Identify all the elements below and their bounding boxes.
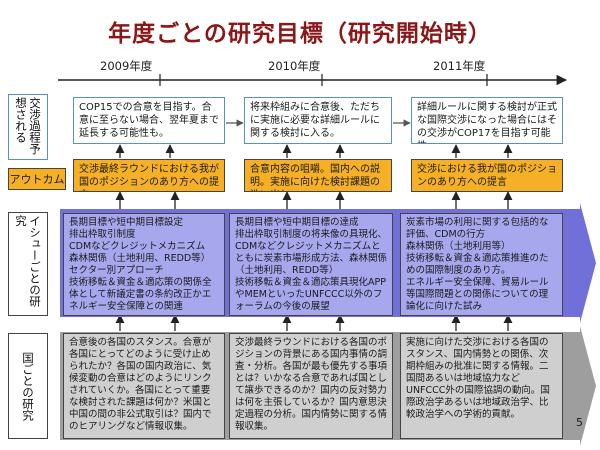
row-label-negotiation: 交渉過程予想される	[8, 94, 48, 160]
country-box-2010: 交渉最終ラウンドにおける各国のポジションの背景にある国内事情の調査・分析。各国が…	[229, 333, 393, 439]
issue-box-2009: 長期目標や短中期目標設定 排出枠取引制度 CDMなどクレジットメカニズム 森林関…	[63, 213, 225, 316]
country-band-arrow	[580, 326, 596, 446]
outcome-box-2010: 合意内容の咀嚼。国内への説明。実施に向けた検討課題の洗い出し	[244, 159, 392, 192]
country-box-2009: 合意後の各国のスタンス。合意が各国にとってどのように受け止められたか？各国の国内…	[63, 333, 225, 439]
row-label-issue: イシューごとの研究	[8, 212, 48, 316]
row-label-country: 国ごとの研究	[8, 333, 48, 439]
negotiation-box-2010: 将来枠組みに合意後、ただちに実施に必要な詳細ルールに関する検討に入る。	[244, 97, 392, 144]
page-number: 5	[576, 416, 583, 429]
issue-box-2011: 炭素市場の利用に関する包括的な評価、CDMの行方 森林関係（土地利用等） 技術移…	[400, 213, 563, 316]
issue-band-arrow	[580, 203, 596, 323]
row-label-outcome: アウトカム	[8, 168, 66, 190]
year-label-2009: 2009年度	[100, 59, 153, 73]
issue-box-2010: 長期目標や短中期目標の達成 排出枠取引制度の将来像の具現化、CDMなどクレジット…	[229, 213, 393, 316]
outcome-box-2011: 交渉における我が国のポジションのあり方への提言	[411, 159, 563, 192]
page-title: 年度ごとの研究目標（研究開始時）	[108, 21, 492, 47]
year-label-2010: 2010年度	[268, 59, 321, 73]
outcome-box-2009: 交渉最終ラウンドにおける我が国のポジションのあり方への提言	[73, 159, 225, 192]
negotiation-box-2009: COP15での合意を目指す。合意に至らない場合、翌年夏まで延長する可能性も。	[73, 97, 225, 144]
year-label-2011: 2011年度	[433, 59, 486, 73]
negotiation-box-2011: 詳細ルールに関する検討が正式な国際交渉になった場合にはその交渉がCOP17を目指…	[411, 97, 563, 144]
country-box-2011: 実施に向けた交渉における各国のスタンス、国内情勢との関係、次期枠組みの批准に関す…	[400, 333, 563, 439]
